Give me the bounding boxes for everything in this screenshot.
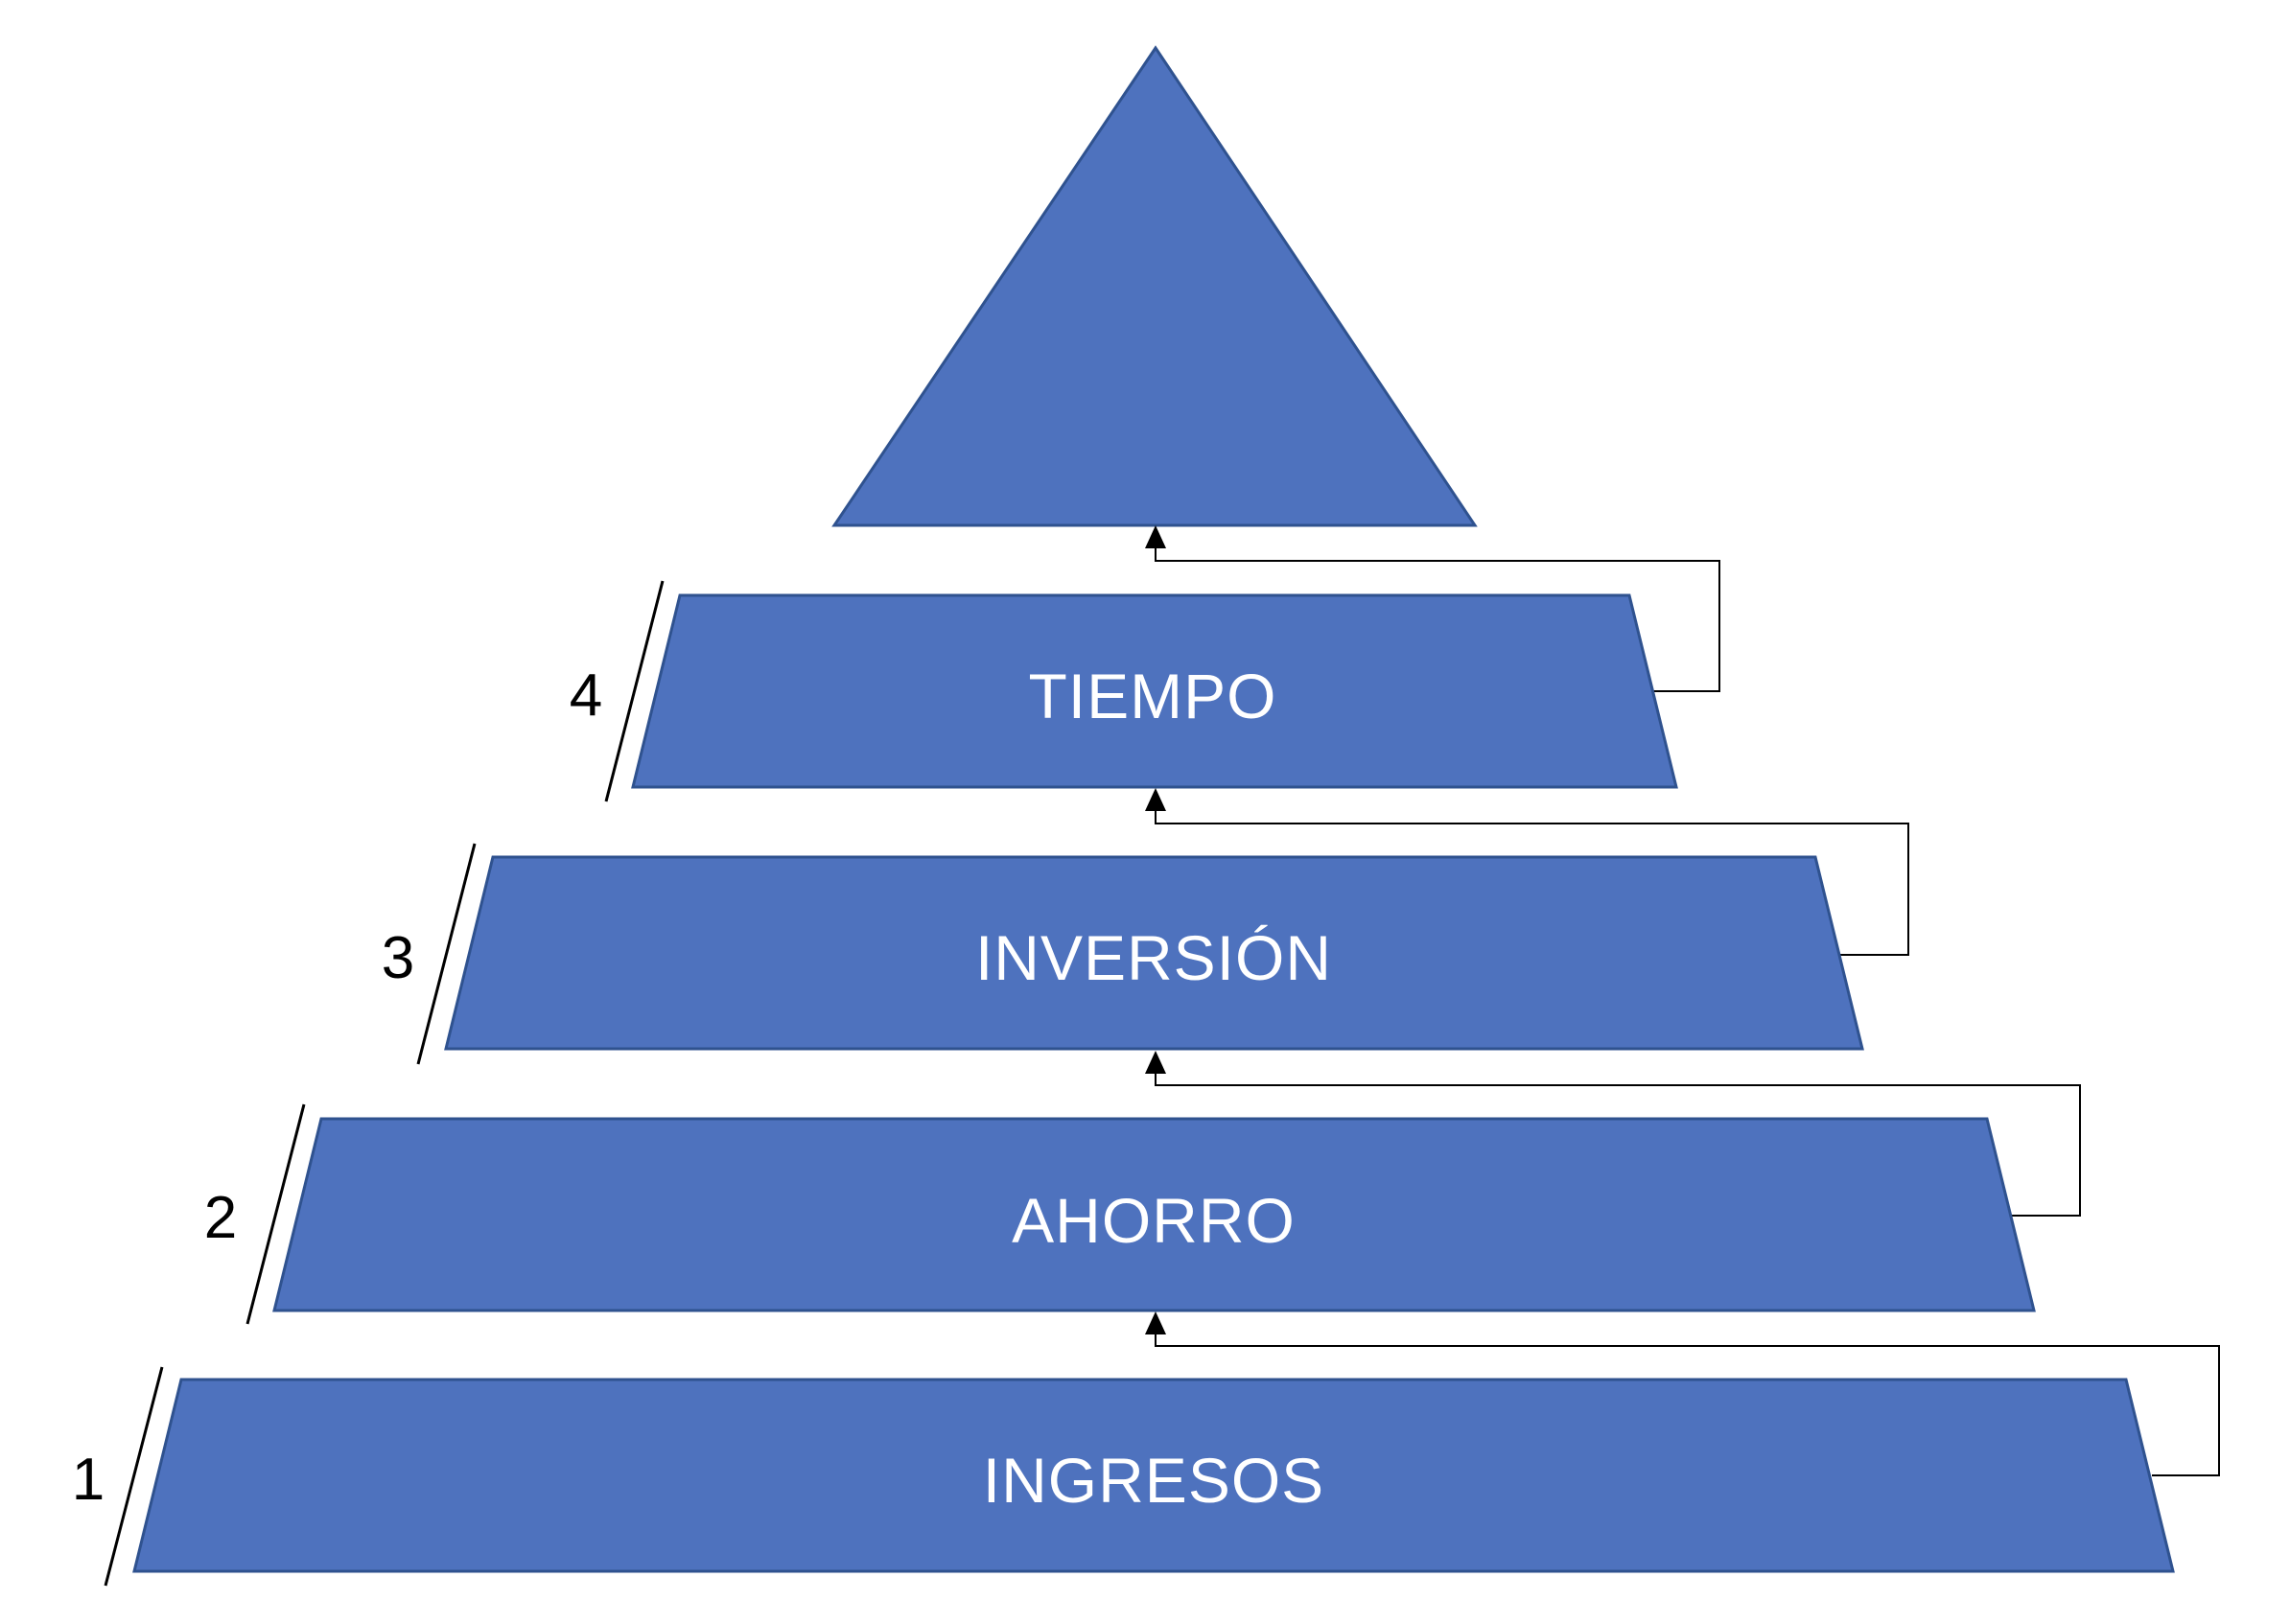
level-2-trapezoid: [272, 1117, 2036, 1312]
level-3-label: INVERSIÓN: [975, 922, 1332, 993]
level-1-trapezoid: [132, 1378, 2175, 1573]
level-1-number: 1: [72, 1447, 105, 1513]
level-2-label: AHORRO: [1012, 1185, 1296, 1256]
level-1-tick: [104, 1366, 164, 1587]
connector-1-to-2: [1155, 1333, 2220, 1476]
level-3-number: 3: [382, 925, 414, 991]
arrowhead-level-2: [1145, 1311, 1166, 1334]
arrowhead-level-4: [1145, 788, 1166, 811]
level-4-number: 4: [570, 662, 602, 729]
level-4-trapezoid: [631, 593, 1678, 789]
level-4-tick: [604, 580, 665, 802]
arrowhead-apex: [1145, 525, 1166, 548]
level-1-label: INGRESOS: [983, 1445, 1324, 1516]
apex-triangle: [831, 45, 1478, 527]
arrowhead-level-3: [1145, 1051, 1166, 1074]
level-2-number: 2: [204, 1185, 237, 1251]
level-3-trapezoid: [444, 855, 1864, 1051]
level-2-tick: [245, 1103, 306, 1325]
level-4-label: TIEMPO: [1028, 661, 1276, 731]
connector-3-to-4: [1155, 809, 1909, 956]
connector-4-to-apex: [1155, 546, 1720, 692]
connector-2-to-3: [1155, 1072, 2081, 1217]
level-3-tick: [416, 843, 477, 1065]
